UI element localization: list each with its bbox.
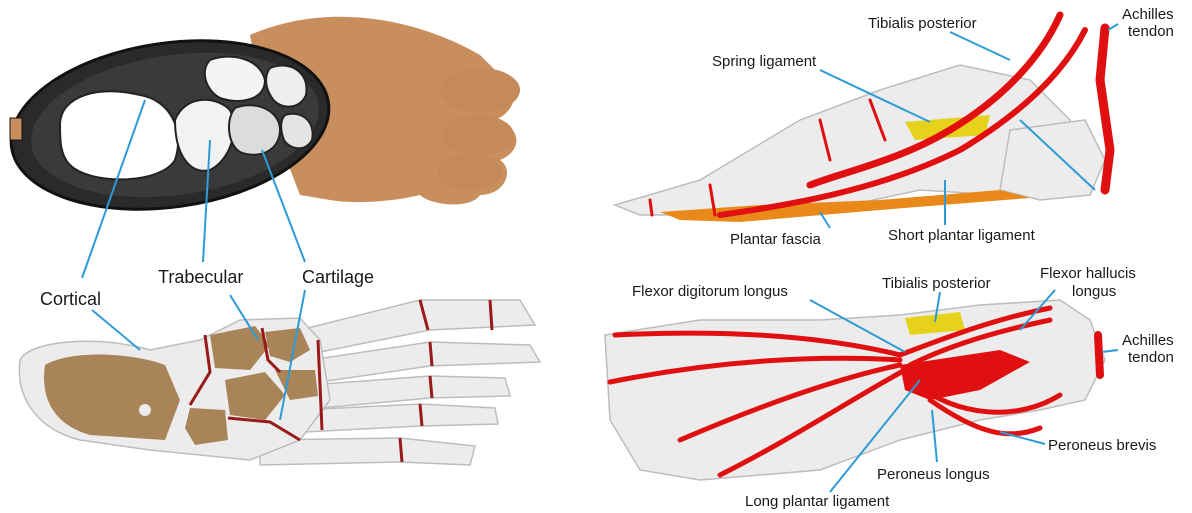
medial-heel [1000, 120, 1105, 200]
ct-cuneiform-2 [281, 114, 313, 149]
label-flexor-digitorum-longus: Flexor digitorum longus [632, 283, 788, 300]
medial-view-panel: Tibialis posterior Achilles tendon Sprin… [615, 6, 1174, 248]
metatarsal-4 [300, 404, 498, 432]
label-plantar-fascia: Plantar fascia [730, 231, 822, 248]
ct-slot [10, 118, 22, 140]
leader-achilles-bottom [1102, 350, 1118, 352]
toe-3 [438, 154, 502, 190]
label-achilles-top-2: tendon [1128, 23, 1174, 40]
label-achilles-bottom-1: Achilles [1122, 332, 1174, 349]
calcaneus-hole [139, 404, 151, 416]
label-tibialis-posterior-bottom: Tibialis posterior [882, 275, 991, 292]
joint-mt3 [430, 376, 432, 398]
label-cortical: Cortical [40, 289, 101, 309]
label-peroneus-longus: Peroneus longus [877, 466, 990, 483]
joint-mt5 [400, 438, 402, 462]
label-flexor-hallucis-1: Flexor hallucis [1040, 265, 1136, 282]
label-long-plantar-ligament: Long plantar ligament [745, 493, 890, 510]
label-short-plantar-ligament: Short plantar ligament [888, 227, 1036, 244]
label-peroneus-brevis: Peroneus brevis [1048, 437, 1156, 454]
label-achilles-bottom-2: tendon [1128, 349, 1174, 366]
achilles-tendon-bottom [1098, 335, 1100, 375]
label-flexor-hallucis-2: longus [1072, 283, 1116, 300]
label-cartilage: Cartilage [302, 267, 374, 287]
ct-foot-panel [0, 17, 520, 278]
leader-achilles-top [1108, 24, 1118, 30]
ct-calcaneus [60, 91, 178, 179]
bone-model-panel: Cortical Trabecular Cartilage [19, 267, 540, 465]
toe-1 [440, 68, 520, 112]
joint-line-top-4 [650, 200, 652, 215]
label-trabecular: Trabecular [158, 267, 243, 287]
joint-mt1b [490, 300, 492, 330]
toe-2 [442, 115, 514, 155]
ct-cuboid [229, 105, 280, 155]
plantar-view-panel: Flexor digitorum longus Tibialis posteri… [605, 265, 1174, 510]
label-achilles-top-1: Achilles [1122, 6, 1174, 23]
label-spring-ligament: Spring ligament [712, 53, 817, 70]
joint-mt2 [430, 342, 432, 366]
joint-mt4 [420, 404, 422, 426]
leader-tibialis-top [950, 32, 1010, 60]
label-tibialis-posterior-top: Tibialis posterior [868, 15, 977, 32]
metatarsal-3 [310, 376, 510, 408]
